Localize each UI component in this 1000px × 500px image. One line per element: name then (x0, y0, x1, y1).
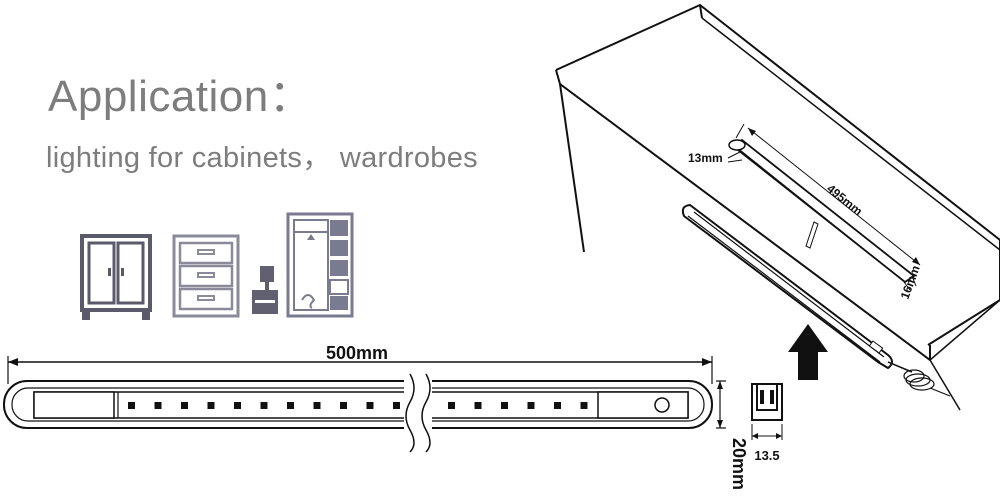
led-chip (234, 402, 241, 409)
led-chip (260, 402, 268, 409)
wardrobe-icon (80, 234, 152, 320)
led-chip (287, 402, 294, 409)
led-chip (554, 402, 561, 409)
led-chip (527, 402, 535, 409)
profile-cross-section (751, 383, 783, 440)
led-chip-row (117, 392, 588, 418)
cabinet-mount-view (555, 3, 1000, 411)
application-heading: Application： (48, 72, 314, 121)
led-chip (207, 402, 215, 409)
led-chip (128, 402, 135, 409)
led-chip (580, 402, 588, 409)
drawer-cabinet-icon (172, 234, 240, 318)
led-chip (154, 402, 162, 409)
led-chip (340, 402, 347, 409)
mounted-width-label: 13mm (688, 151, 723, 165)
led-chip (366, 402, 374, 409)
closet-with-lamp-icon (252, 212, 354, 318)
led-chip (501, 402, 508, 409)
bar-length-label: 500mm (326, 343, 388, 363)
led-chip (393, 402, 400, 409)
led-chip (181, 402, 188, 409)
led-chip (474, 402, 482, 409)
install-direction-arrow-icon (788, 324, 828, 380)
led-chip (448, 402, 455, 409)
application-subtitle: lighting for cabinets， wardrobes (46, 142, 478, 174)
bar-height-label: 20mm (729, 438, 749, 490)
led-bar-front-view (3, 356, 726, 453)
led-chip (313, 402, 321, 409)
profile-width-label: 13.5 (754, 448, 779, 463)
